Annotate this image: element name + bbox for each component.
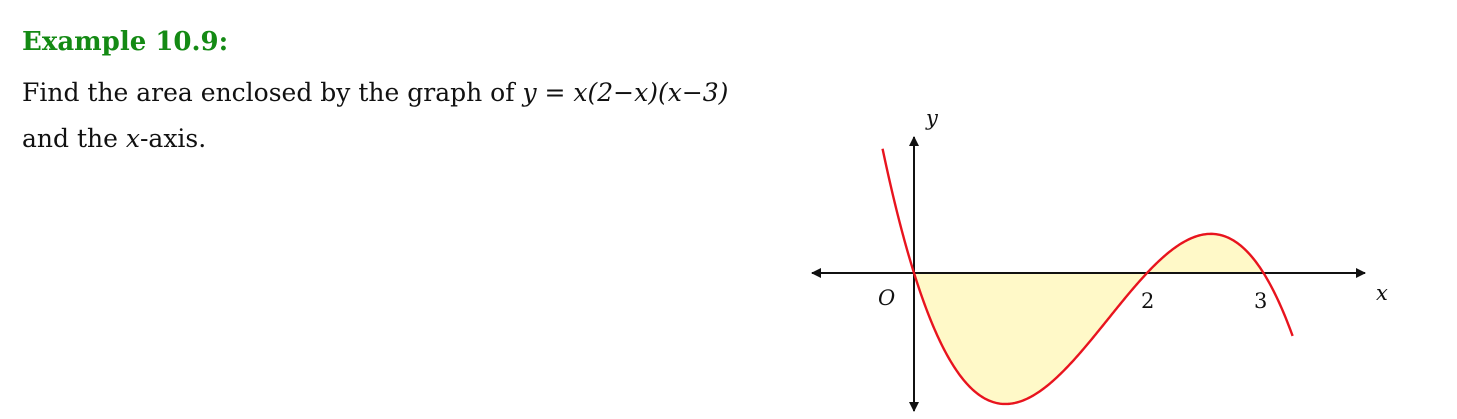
- problem-text-2: and the: [22, 124, 126, 153]
- problem-text-1: Find the area enclosed by the graph of: [22, 78, 523, 107]
- cubic-graph: y x O 2 3: [811, 106, 1388, 412]
- problem-text-3: -axis.: [139, 124, 207, 153]
- x-variable: x: [125, 124, 140, 153]
- origin-label: O: [878, 286, 895, 310]
- tick-label-2: 2: [1141, 289, 1154, 313]
- problem-statement: Find the area enclosed by the graph of y…: [22, 70, 782, 162]
- curve-path: [881, 148, 1294, 406]
- example-heading: Example 10.9:: [22, 27, 229, 57]
- y-axis-label: y: [925, 106, 939, 130]
- equation: y = x(2−x)(x−3): [522, 78, 729, 107]
- shaded-region: [914, 233, 1264, 404]
- tick-label-3: 3: [1254, 289, 1267, 313]
- x-axis-label: x: [1376, 281, 1388, 305]
